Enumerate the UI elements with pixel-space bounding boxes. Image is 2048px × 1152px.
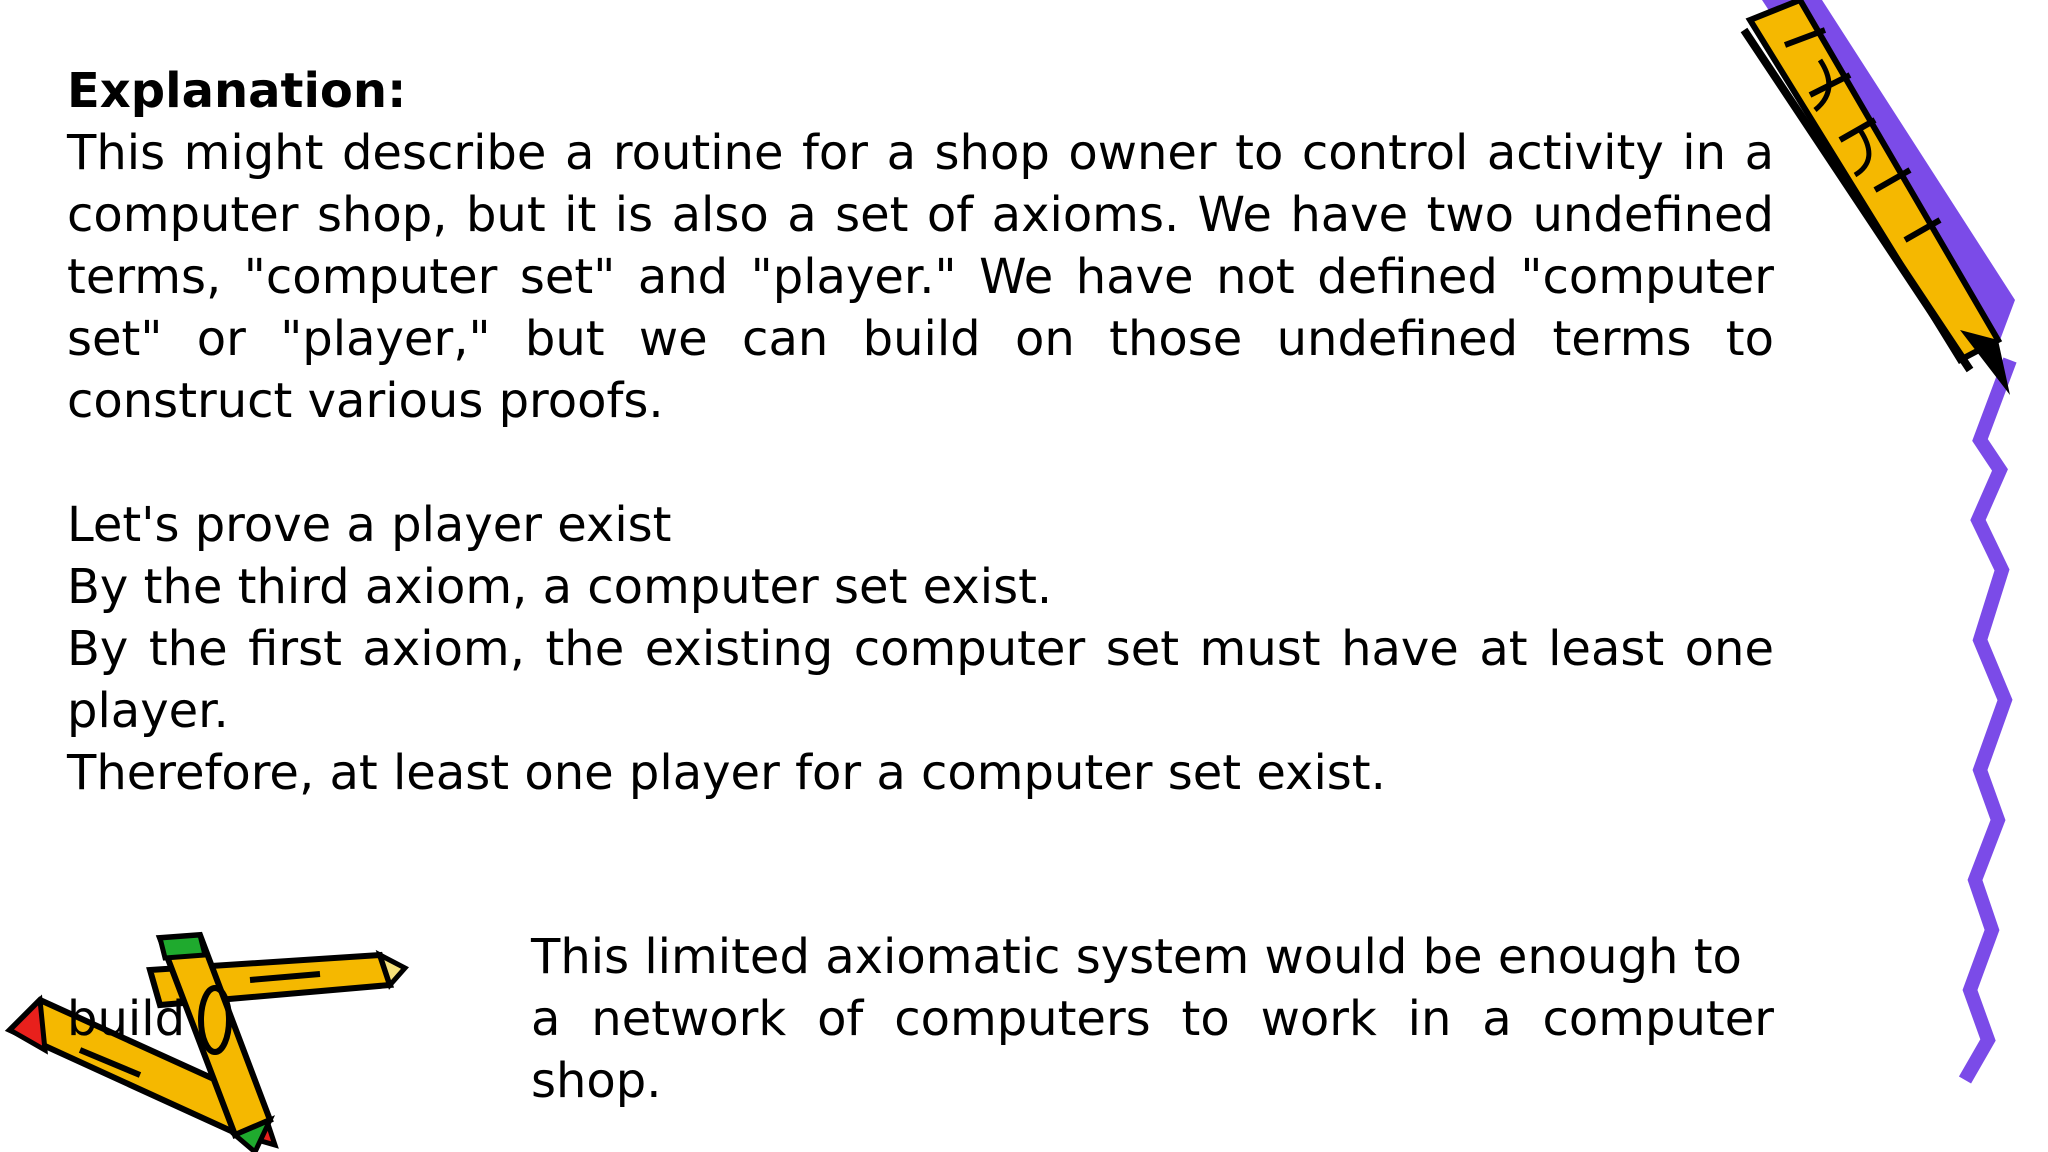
pencil-clipart-icon [1740,0,2017,1084]
proof-line-1: Let's prove a player exist [67,497,672,553]
proof-line-3: By the first axiom, the existing compute… [67,621,1774,739]
proof-line-2: By the third axiom, a computer set exist… [67,559,1053,615]
closing-line-2: a network of computers to work in a comp… [531,991,1774,1109]
heading: Explanation: [67,63,407,119]
closing-text: This limited axiomatic system would be e… [531,926,1774,1112]
explanation-paragraph: This might describe a routine for a shop… [67,125,1774,429]
proof-line-4: Therefore, at least one player for a com… [67,745,1386,801]
closing-overflow-word: build [67,991,186,1047]
spacer [67,432,1774,494]
crossed-pencils-clipart-icon [4,931,409,1152]
closing-line-1: This limited axiomatic system would be e… [531,929,1742,985]
body-text: Explanation: This might describe a routi… [67,60,1774,804]
